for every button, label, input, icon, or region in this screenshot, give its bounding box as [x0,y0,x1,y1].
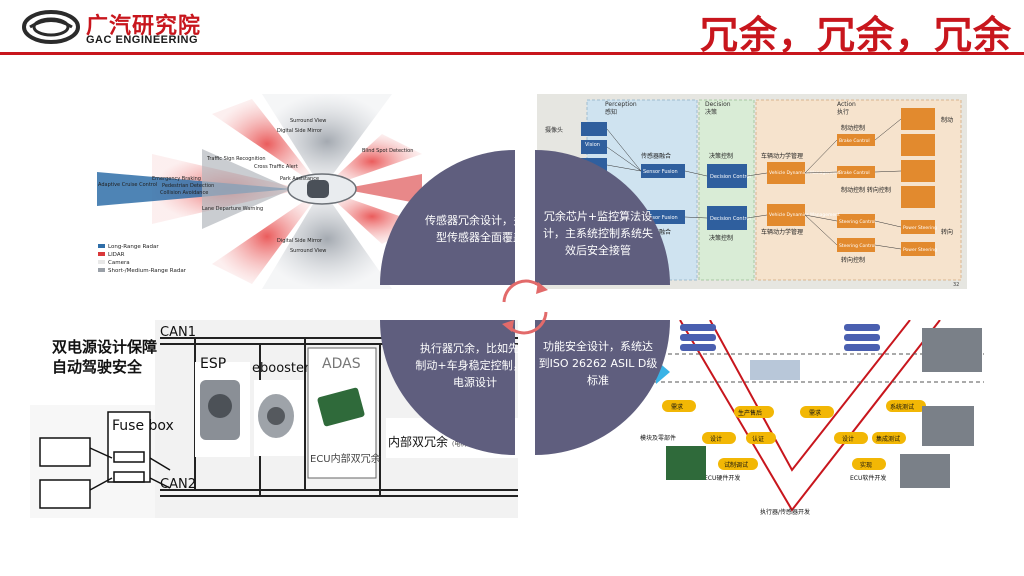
header-divider [0,52,1024,55]
legend-camera: Camera [108,260,130,266]
decision-cn-b: 决策控制 [709,234,733,242]
col-action-cn: 执行 [837,108,849,116]
v-req-left: 需求 [671,403,683,411]
col-perception-en: Perception [605,101,637,108]
v-system-test: 系统测试 [890,403,914,411]
cycle-arrows-icon [502,279,548,335]
legend-lidar: LIDAR [108,252,125,258]
adas-label: ADAS [322,356,361,372]
power-b: Power Steering [903,247,937,253]
v-integration: 集成测试 [876,435,900,443]
quadrant-3-text: 执行器冗余，比如先控制动+车身稳定控制，双电源设计 [415,342,535,389]
internal-redundancy-label: 内部双冗余 [388,434,448,449]
quadrant-4-text: 功能安全设计，系统达到ISO 26262 ASIL D级标准 [538,340,658,387]
steer-cn-bottom: 转向控制 [841,256,865,264]
quadrant-1-text: 传感器冗余设计，多类型传感器全面覆盖 [425,214,535,244]
camera-label: 摄像头 [545,126,563,134]
v-verify: 认证 [752,435,764,443]
legend-short-range-radar: Short-/Medium-Range Radar [108,268,187,274]
brake-cn-top: 制动控制 [841,124,865,132]
decision-cn-a: 决策控制 [709,152,733,160]
vdm-cn-a: 车辆动力学管理 [761,152,803,160]
steer-a: Steering Control [839,219,876,225]
v-ecu-sw: ECU软件开发 [850,474,886,482]
label-pedestrian: Pedestrian Detection [162,183,214,189]
v-trial: 试制调试 [724,461,748,469]
label-park-assist: Park Assistance [280,176,319,182]
page-number: 32 [953,282,959,288]
quadrant-2-text: 冗余芯片+监控算法设计，主系统控制系统失效后安全接管 [543,210,653,257]
sensor-coverage-image: Adaptive Cruise Control Emergency Brakin… [92,94,422,289]
label-surround-bottom: Surround View [290,248,326,254]
col-decision-cn: 决策 [705,108,717,116]
v-prod: 生产售后 [738,409,762,417]
logo-en-text: GAC ENGINEERING [86,34,199,46]
sensor-fusion-b: Sensor Fusion [643,215,678,221]
legend-long-range-radar: Long-Range Radar [108,244,159,250]
sensor-fusion-a: Sensor Fusion [643,169,678,175]
label-surround-top: Surround View [290,118,326,124]
logo-cn-text: 广汽研究院 [86,14,202,39]
vdm-cn-b: 车辆动力学管理 [761,228,803,236]
col-perception-cn: 感知 [605,108,617,116]
ecu-label: ECU内部双冗余 [310,452,381,465]
gac-logo: 广汽研究院 GAC ENGINEERING [22,8,247,46]
col-action-en: Action [837,101,856,108]
gac-emblem-icon [22,10,80,44]
label-emergency: Emergency Braking [152,176,201,182]
label-side-mirror-bottom: Digital Side Mirror [277,238,323,244]
v-actuator: 执行器/传感器开发 [760,508,810,516]
v-modules: 模块及零部件 [640,434,676,442]
brake-b: Brake Control [839,170,870,176]
v-design-right: 设计 [842,435,854,443]
vdm-b: Vehicle Dynamics Management [769,212,840,218]
quadrant-4-shape [535,320,670,455]
quadrant-circle [380,150,670,455]
act-brake-label: 制动 [941,116,953,124]
v-design-left: 设计 [710,435,722,443]
quadrant-2-shape [535,150,670,285]
can1-label: CAN1 [160,325,196,340]
fuse-box-label: Fuse box [112,418,174,434]
esp-label: ESP [200,356,226,372]
col-decision-en: Decision [705,101,731,108]
v-ecu-hw: ECU硬件开发 [704,474,740,482]
v-impl: 实现 [860,461,872,469]
brake-a: Brake Control [839,138,870,144]
can2-label: CAN2 [160,477,196,492]
vision-label: Vision [585,142,600,148]
brake-steer-cn: 制动控制 转向控制 [841,186,891,194]
label-lane-departure: Lane Departure Warning [202,206,263,212]
decision-b: Decision Control [710,216,751,222]
label-blind-spot: Blind Spot Detection [362,148,413,154]
power-a: Power Steering [903,225,937,231]
label-cross-traffic: Cross Traffic Alert [254,164,298,170]
sensor-fusion-cn-a: 传感器融合 [641,152,671,160]
steer-b: Steering Control [839,243,876,249]
v-req-right: 需求 [809,409,821,417]
label-traffic-sign: Traffic Sign Recognition [206,156,266,162]
ebooster-label: ebooster [252,361,310,376]
decision-a: Decision Control [710,174,751,180]
page-title: 冗余，冗余，冗余 [699,13,1012,57]
label-acc: Adaptive Cruise Control [98,182,157,188]
label-side-mirror-top: Digital Side Mirror [277,128,323,134]
dual-power-note: 双电源设计保障自动驾驶安全 [52,338,158,376]
v-model-image: 需求 设计 生产售后 认证 试制调试 需求 设计 实现 集成测试 系统测试 模块… [640,320,984,518]
vdm-a: Vehicle Dynamics Management [769,170,840,176]
quadrant-1-shape [380,150,515,285]
quadrant-3-shape [380,320,515,455]
label-collision: Collision Avoidance [160,190,208,196]
act-steer-label: 转向 [941,228,953,236]
